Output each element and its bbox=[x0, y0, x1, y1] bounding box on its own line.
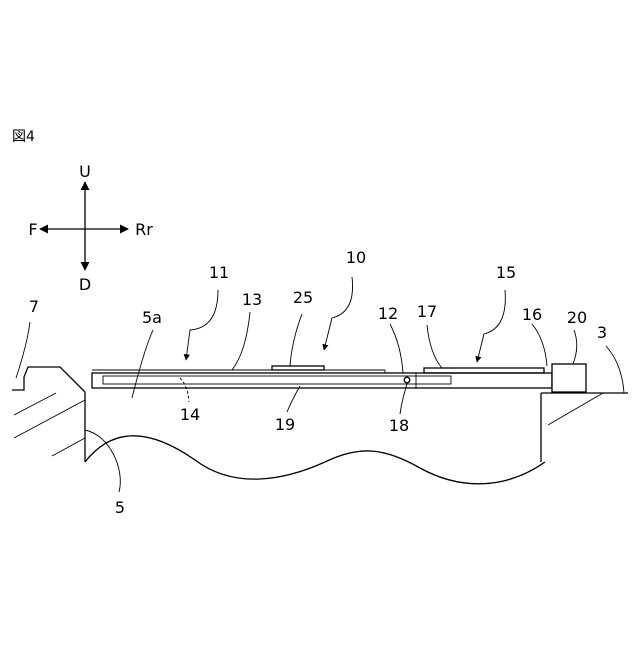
inner-rail-19 bbox=[103, 376, 451, 384]
label-17: 17 bbox=[417, 302, 437, 321]
label-18: 18 bbox=[389, 416, 409, 435]
leader-7 bbox=[16, 322, 30, 378]
label-11: 11 bbox=[209, 263, 229, 282]
leader-19 bbox=[287, 386, 300, 412]
direction-up: U bbox=[79, 162, 91, 181]
label-19: 19 bbox=[275, 415, 295, 434]
label-13: 13 bbox=[242, 290, 262, 309]
label-14: 14 bbox=[180, 405, 200, 424]
leader-14 bbox=[180, 378, 189, 402]
label-5: 5 bbox=[115, 498, 125, 517]
direction-down: D bbox=[79, 275, 91, 294]
label-10: 10 bbox=[346, 248, 366, 267]
leader-15 bbox=[477, 290, 505, 362]
leader-3 bbox=[606, 346, 624, 393]
leader-13 bbox=[232, 312, 250, 370]
leader-10 bbox=[324, 277, 353, 350]
break-line bbox=[85, 436, 545, 484]
label-5a: 5a bbox=[142, 308, 162, 327]
leader-11 bbox=[186, 290, 218, 360]
label-7: 7 bbox=[29, 297, 39, 316]
label-25: 25 bbox=[293, 288, 313, 307]
member-25 bbox=[272, 366, 324, 370]
hatch-line bbox=[548, 393, 603, 425]
leader-16 bbox=[532, 324, 547, 366]
block-20 bbox=[552, 364, 586, 392]
pin-18 bbox=[404, 377, 410, 383]
label-16: 16 bbox=[522, 305, 542, 324]
label-15: 15 bbox=[496, 263, 516, 282]
cover-17 bbox=[424, 368, 544, 373]
left-ground bbox=[12, 367, 85, 456]
leader-17 bbox=[427, 325, 442, 368]
leader-20 bbox=[573, 330, 577, 364]
leader-25 bbox=[290, 314, 302, 366]
rail-body bbox=[92, 373, 552, 388]
slide-rail bbox=[92, 364, 586, 392]
label-3: 3 bbox=[597, 323, 607, 342]
direction-indicator: U D F Rr bbox=[28, 162, 153, 294]
reference-numerals: 7 5a 5 11 13 25 10 12 17 15 16 20 3 14 1… bbox=[29, 248, 607, 517]
label-12: 12 bbox=[378, 304, 398, 323]
hatch-line bbox=[14, 393, 56, 415]
left-block-outline bbox=[12, 367, 85, 392]
hatch-line bbox=[52, 438, 85, 456]
hatch-line bbox=[14, 400, 85, 438]
floor-panel bbox=[85, 392, 545, 484]
leader-12 bbox=[390, 324, 403, 373]
figure-label: 図4 bbox=[12, 129, 35, 145]
label-20: 20 bbox=[567, 308, 587, 327]
direction-front: F bbox=[28, 220, 37, 239]
direction-rear: Rr bbox=[135, 220, 153, 239]
right-ground bbox=[541, 393, 628, 425]
